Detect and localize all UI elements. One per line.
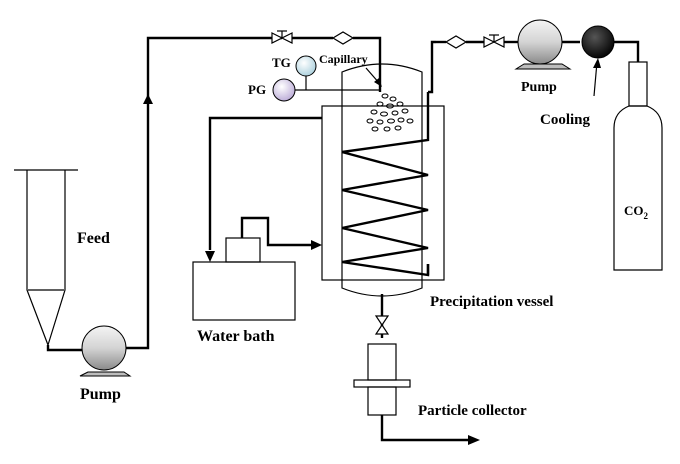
pipe-to-cylinder: [614, 40, 640, 62]
feed-pipe: [46, 345, 82, 352]
water-bath-label: Water bath: [197, 328, 275, 345]
top-valve-right[interactable]: [483, 34, 505, 48]
capillary-arrowhead: [374, 78, 382, 87]
top-check-valve-right: [444, 35, 468, 49]
top-check-valve-left: [331, 31, 355, 45]
exit-arrow: [468, 435, 480, 445]
water-return-arrow: [205, 251, 215, 262]
pump-right-label: Pump: [521, 80, 557, 95]
particle-collector-label: Particle collector: [418, 403, 527, 419]
water-return-pipe: [208, 116, 322, 250]
precipitation-vessel: [321, 63, 445, 297]
feed-label: Feed: [77, 230, 110, 247]
water-supply-pipe: [240, 216, 312, 247]
pump-left: [79, 325, 132, 377]
capillary-label: Capillary: [319, 52, 368, 66]
tg-label: TG: [272, 55, 291, 70]
pg-gauge: [272, 78, 380, 102]
top-valve-left[interactable]: [271, 30, 293, 44]
particle-collector: [353, 343, 411, 416]
water-bath: [192, 237, 296, 321]
pipe-to-capillary: [353, 36, 382, 92]
co2-label: CO2: [624, 203, 649, 221]
precipitation-vessel-label: Precipitation vessel: [430, 294, 553, 310]
pipe-pump-to-vessel: [126, 36, 282, 350]
flow-arrow-up: [143, 94, 153, 104]
pg-label: PG: [248, 82, 266, 97]
co2-cylinder: [613, 61, 663, 271]
feed-hopper: [14, 169, 78, 346]
tg-gauge: [295, 55, 317, 90]
cooling-arrowhead: [593, 58, 601, 68]
particles: [366, 93, 414, 132]
water-supply-arrow: [311, 240, 322, 250]
collector-exit-pipe: [380, 415, 470, 442]
cooling-label: Cooling: [540, 112, 591, 128]
outlet-valve[interactable]: [374, 315, 390, 335]
heating-coil: [341, 92, 430, 277]
cooling-unit: [581, 25, 615, 59]
pump-right: [514, 19, 572, 70]
co2-inlet-pipe: [428, 40, 436, 94]
pump-left-label: Pump: [80, 386, 121, 403]
